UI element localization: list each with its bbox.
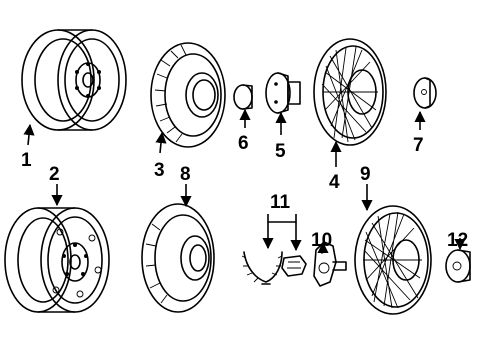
part-1-steel-wheel — [21, 29, 127, 131]
callout-8: 8 — [180, 164, 191, 185]
part-7-emblem-cap — [413, 77, 437, 109]
part-9-wire-wheel-cover — [354, 205, 432, 315]
callout-3: 3 — [154, 160, 165, 181]
callout-4: 4 — [329, 172, 340, 193]
callout-6: 6 — [238, 133, 249, 154]
part-8-wheel-cover — [141, 203, 215, 313]
callout-10: 10 — [311, 230, 332, 251]
part-5-center-hub — [265, 72, 301, 114]
callout-7: 7 — [413, 135, 424, 156]
part-4-wire-wheel-cover — [313, 38, 387, 146]
callout-12: 12 — [447, 230, 468, 251]
callout-1: 1 — [21, 150, 32, 171]
part-12-center-cap — [445, 249, 471, 283]
callout-2: 2 — [49, 164, 60, 185]
callout-9: 9 — [360, 164, 371, 185]
callout-5: 5 — [275, 141, 286, 162]
callout-labels: 1 2 3 4 5 6 7 8 9 10 11 12 — [21, 133, 468, 251]
part-2-styled-wheel — [4, 207, 110, 313]
leader-lines — [23, 108, 466, 254]
part-3-hubcap — [150, 42, 226, 148]
part-11-emblem-set — [241, 251, 307, 285]
callout-11: 11 — [270, 192, 291, 213]
part-6-cap — [233, 84, 253, 110]
